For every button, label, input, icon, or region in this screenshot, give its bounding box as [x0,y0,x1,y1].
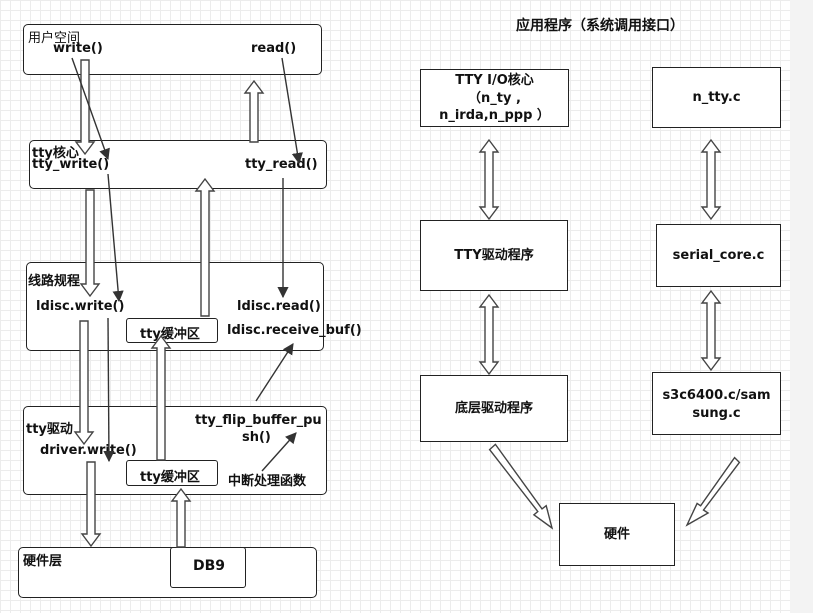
hardware-box: 硬件 [559,503,675,566]
write-call-label: write() [53,41,103,56]
tty-driver-program-label: TTY驱动程序 [454,248,534,263]
tty-core-label: tty核心 [32,146,79,161]
hardware-layer-label: 硬件层 [23,554,63,569]
ldisc-read-label: ldisc.read() [237,299,321,314]
flip-buffer-push-line2: sh() [242,430,271,445]
interrupt-handler-label: 中断处理函数 [228,474,307,489]
hardware-layer-box [18,547,317,598]
ldisc-buffer-label: tty缓冲区 [140,327,200,342]
tty-driver-low-driver-arrow [478,293,500,376]
driver-buffer-label: tty缓冲区 [140,470,200,485]
s3c-to-hardware-arrow [685,456,741,527]
n-tty-label: n_tty.c [692,90,741,105]
serial-core-box: serial_core.c [656,224,781,287]
ldisc-buffer-box [126,318,218,343]
tty-driver-program-box: TTY驱动程序 [420,220,568,291]
flip-to-receive-line [255,343,294,402]
driver-write-label: driver.write() [40,443,137,458]
low-level-driver-box: 底层驱动程序 [420,375,568,442]
serial-core-s3c-arrow [700,289,722,372]
driver-buffer-box [126,460,218,486]
n-tty-box: n_tty.c [652,67,781,128]
low-level-driver-label: 底层驱动程序 [454,401,533,416]
tty-read-label: tty_read() [245,157,318,172]
side-panel [790,0,813,613]
serial-core-label: serial_core.c [672,248,765,263]
hardware-label: 硬件 [603,527,630,542]
tty-io-core-line3: n_irda,n_ppp ） [439,108,550,123]
user-space-label: 用户空间 [28,31,81,46]
db9-label: DB9 [193,558,226,574]
tty-write-label: tty_write() [32,157,110,172]
db9-to-driver-buffer-arrow [170,487,192,548]
n-tty-serial-core-arrow [700,138,722,221]
s3c6400-line2: sung.c [692,406,741,421]
line-discipline-label: 线路规程 [28,274,81,289]
ldisc-write-label: ldisc.write() [36,299,125,314]
io-core-tty-driver-arrow [478,138,500,221]
tty-driver-label: tty驱动 [26,422,73,437]
db9-box [170,547,246,588]
s3c6400-line1: s3c6400.c/sam [662,388,771,403]
diagram-title: 应用程序（系统调用接口） [516,18,684,34]
flip-buffer-push-line1: tty_flip_buffer_pu [195,413,322,428]
ldisc-receive-buf-label: ldisc.receive_buf() [227,323,362,338]
s3c6400-box: s3c6400.c/sam sung.c [652,372,781,435]
core-to-user-arrow [243,79,265,143]
tty-io-core-box: TTY I/O核心 （n_ty , n_irda,n_ppp ） [420,69,569,127]
read-call-label: read() [251,41,297,56]
tty-io-core-line2: （n_ty , [468,91,521,106]
tty-io-core-line1: TTY I/O核心 [455,73,534,88]
low-driver-to-hardware-arrow [488,443,554,530]
